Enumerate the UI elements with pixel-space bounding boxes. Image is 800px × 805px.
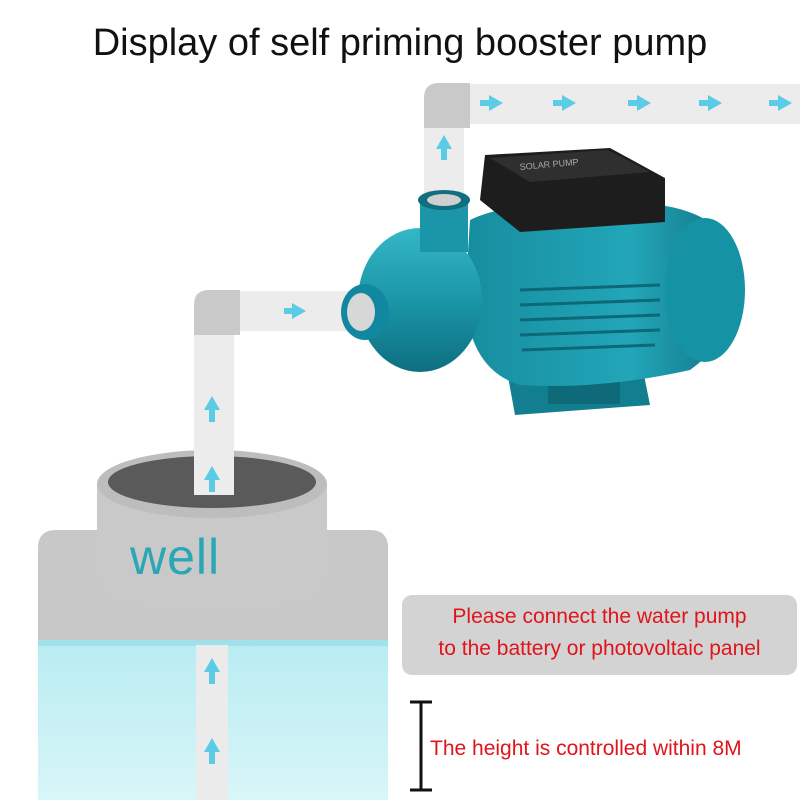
flow-arrow-icon xyxy=(204,738,220,764)
pump: SOLAR PUMP xyxy=(341,148,745,415)
flow-arrow-icon xyxy=(436,135,452,160)
flow-arrow-icon xyxy=(553,95,576,111)
terminal-box-top xyxy=(490,150,650,182)
flow-arrow-icon xyxy=(480,95,503,111)
suction-elbow xyxy=(194,290,240,335)
pump-motor xyxy=(465,202,741,386)
well-ring-body xyxy=(97,484,327,612)
flow-arrow-icon xyxy=(204,658,220,684)
motor-end-cap xyxy=(665,218,745,362)
flow-arrows xyxy=(204,95,792,764)
connection-note-line2: to the battery or photovoltaic panel xyxy=(438,637,761,660)
height-note: The height is controlled within 8M xyxy=(430,737,742,760)
well-label: well xyxy=(130,529,221,585)
inlet-port-thread xyxy=(347,293,375,331)
flow-arrow-icon xyxy=(204,466,220,492)
flow-arrow-icon xyxy=(769,95,792,111)
water-surface xyxy=(38,640,388,646)
flow-arrow-icon xyxy=(699,95,722,111)
flow-arrow-icon xyxy=(628,95,651,111)
motor-fins xyxy=(519,283,661,352)
height-bracket-icon xyxy=(410,700,432,792)
connection-note-line1: Please connect the water pump xyxy=(452,605,747,628)
pump-volute xyxy=(358,228,482,372)
page-title: Display of self priming booster pump xyxy=(92,22,708,64)
flow-arrow-icon xyxy=(284,303,306,319)
discharge-elbow xyxy=(424,83,470,128)
connection-note: Please connect the water pump to the bat… xyxy=(402,595,797,675)
flow-arrow-icon xyxy=(204,396,220,422)
outlet-port-thread xyxy=(427,194,461,206)
